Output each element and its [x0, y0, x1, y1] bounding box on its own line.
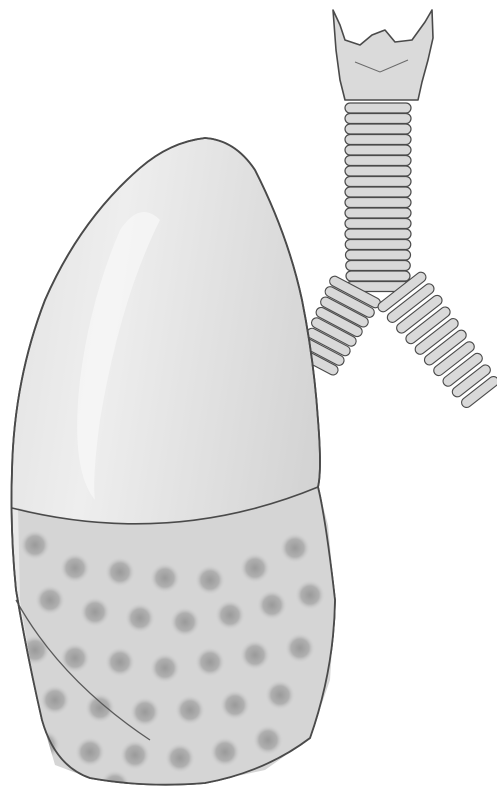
lung-spot	[30, 730, 60, 760]
lung-spot	[215, 600, 245, 630]
lung-spot	[40, 685, 70, 715]
lung-spot	[265, 680, 295, 710]
right-main-bronchus	[376, 270, 497, 409]
trachea-ring	[345, 208, 411, 218]
lung-spot	[20, 530, 50, 560]
trachea-ring	[346, 261, 411, 271]
lung-spot	[170, 607, 200, 637]
trachea-ring	[346, 271, 410, 281]
lung-spot	[150, 563, 180, 593]
trachea-ring	[345, 229, 411, 239]
lung-spot	[60, 643, 90, 673]
lung-spot	[130, 697, 160, 727]
larynx	[333, 10, 433, 100]
lung-spot	[280, 533, 310, 563]
lung-spot	[220, 690, 250, 720]
lung-spot	[100, 770, 130, 800]
lung-spot	[15, 760, 45, 790]
lung-spot	[75, 737, 105, 767]
trachea-ring	[345, 240, 411, 250]
lung-spot	[175, 695, 205, 725]
trachea	[345, 103, 411, 292]
trachea-ring	[345, 177, 411, 187]
lung-spot	[125, 603, 155, 633]
trachea-ring	[346, 250, 411, 260]
lung-spot	[195, 565, 225, 595]
lung-spot	[85, 693, 115, 723]
trachea-ring	[345, 219, 411, 229]
lung-spot	[295, 580, 325, 610]
lung-spot	[165, 743, 195, 773]
trachea-ring	[345, 156, 411, 166]
trachea-ring	[345, 114, 411, 124]
trachea-ring	[345, 135, 411, 145]
trachea-ring	[345, 145, 411, 155]
lung-spot	[105, 647, 135, 677]
lung-spot	[80, 597, 110, 627]
lung-spot	[240, 553, 270, 583]
lung-spot	[195, 647, 225, 677]
lung-spot	[55, 767, 85, 797]
lung-spot	[285, 633, 315, 663]
lung-spot	[120, 740, 150, 770]
lung-spot	[257, 590, 287, 620]
lung-spot	[240, 640, 270, 670]
lung-spot	[105, 557, 135, 587]
trachea-ring	[345, 124, 411, 134]
lung-lower-region	[18, 487, 335, 785]
trachea-ring	[345, 198, 411, 208]
trachea-ring	[345, 166, 411, 176]
lung-spot	[35, 585, 65, 615]
trachea-ring	[345, 187, 411, 197]
trachea-ring	[345, 103, 411, 113]
lung-spot	[60, 553, 90, 583]
lung-spot	[150, 653, 180, 683]
lung-spot	[210, 737, 240, 767]
lung-spot	[253, 725, 283, 755]
